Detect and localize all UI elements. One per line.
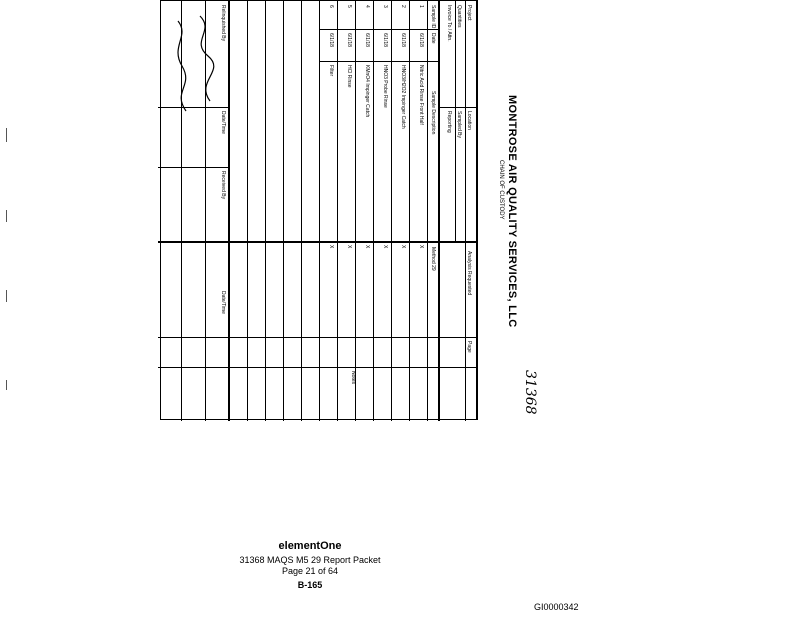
field-label: Sampled By [456,111,462,138]
scan-artifact [6,128,7,142]
form-subtitle: CHAIN OF CUSTODY [498,160,504,220]
field-label: Project [466,5,472,21]
column-header: Sample Description [430,91,436,135]
bates-number: GI0000342 [534,602,579,612]
handwritten-project-number: 31368 [522,370,538,415]
form-title: MONTROSE AIR QUALITY SERVICES, LLC [506,95,518,328]
footer-code: B-165 [297,580,323,590]
signature-label: Date/Time [220,111,226,134]
column-header: Sample ID [430,5,436,29]
field-label: Analysis Requested [466,251,472,296]
column-header: Date [430,33,436,44]
field-label: Location [466,111,472,130]
field-label: Page [466,341,472,353]
handwritten-signatures [177,15,215,112]
scan-artifact [6,290,7,302]
method-header: Method 29 [430,247,436,271]
field-label: Reporting [446,111,452,133]
field-label: Quantities [456,5,462,28]
footer-packet: 31368 MAQS M5 29 Report Packet [239,555,381,565]
footer-page: Page 21 of 64 [281,566,339,576]
signature-label: Relinquished By [220,5,226,42]
signature-label: Received By [220,171,226,200]
coc-table: Project Quantities Invoice To / Attn. Lo… [158,0,478,421]
signature-label: Date/Time [220,291,226,314]
chain-of-custody-form: MONTROSE AIR QUALITY SERVICES, LLC CHAIN… [158,0,538,440]
footer-brand: elementOne [278,540,342,552]
scan-artifact [6,380,7,390]
scan-artifact [6,210,7,222]
field-label: Invoice To / Attn. [446,5,452,42]
